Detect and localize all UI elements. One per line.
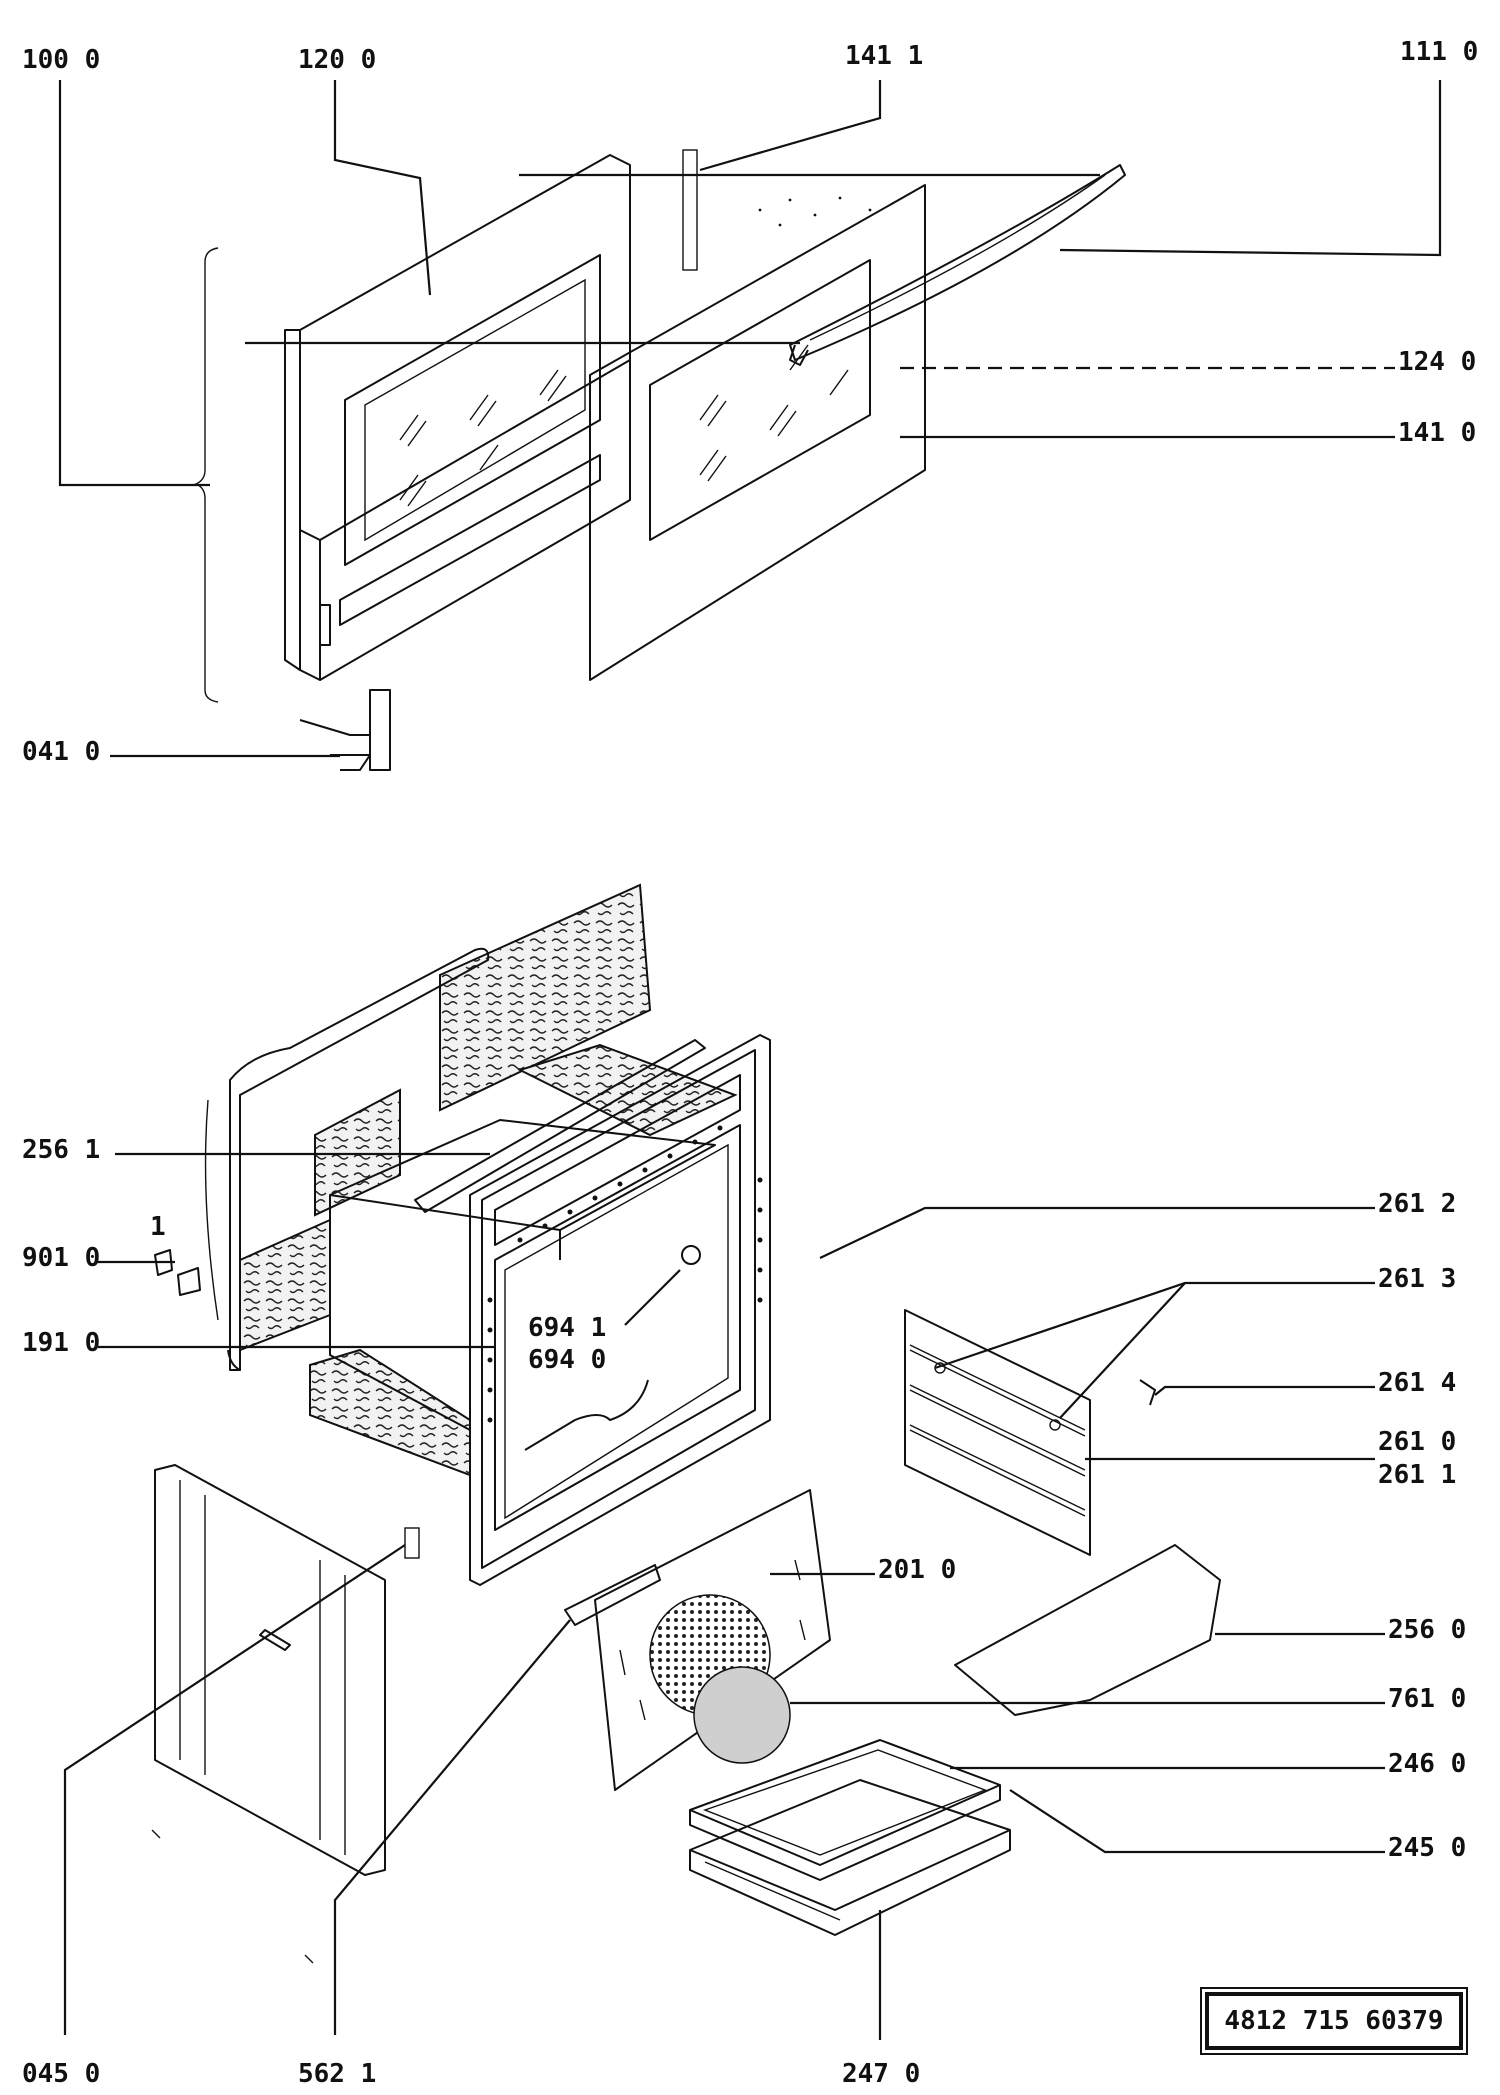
label-261-1: 261 1 — [1378, 1460, 1456, 1490]
rear-panel — [564, 1489, 831, 1791]
label-124-0: 124 0 — [1398, 347, 1476, 377]
label-120-0: 120 0 — [298, 45, 376, 75]
left-side-panel — [204, 947, 490, 1371]
fan-filter — [693, 1666, 791, 1764]
shelf-clip — [1139, 1379, 1156, 1406]
outer-door-glass — [589, 184, 926, 681]
label-261-3: 261 3 — [1378, 1264, 1456, 1294]
label-694-1: 694 1 — [528, 1313, 606, 1343]
bottom-insulation — [309, 1348, 471, 1477]
oven-lamp — [681, 1245, 701, 1265]
label-141-0: 141 0 — [1398, 418, 1476, 448]
label-247-0: 247 0 — [842, 2059, 920, 2089]
baking-trays — [689, 1739, 1011, 1936]
label-245-0: 245 0 — [1388, 1833, 1466, 1863]
side-insulation-upper — [314, 1088, 401, 1217]
oven-body — [154, 883, 771, 1586]
label-191-0: 191 0 — [22, 1328, 100, 1358]
label-261-4: 261 4 — [1378, 1368, 1456, 1398]
top-insulation — [517, 1043, 738, 1137]
door-latch — [154, 1249, 201, 1296]
outer-side-panel — [151, 1464, 386, 1964]
label-141-1: 141 1 — [845, 41, 923, 71]
temperature-probe — [524, 1379, 649, 1451]
label-261-0: 261 0 — [1378, 1427, 1456, 1457]
bottom-cover — [954, 1544, 1221, 1716]
label-256-1: 256 1 — [22, 1135, 100, 1165]
document-number: 4812 715 60379 — [1224, 2006, 1444, 2036]
seal-strip — [682, 149, 698, 271]
label-1: 1 — [150, 1212, 166, 1242]
label-041-0: 041 0 — [22, 737, 100, 767]
door-assembly — [194, 149, 1126, 771]
label-761-0: 761 0 — [1388, 1684, 1466, 1714]
label-901-0: 901 0 — [22, 1243, 100, 1273]
label-246-0: 246 0 — [1388, 1749, 1466, 1779]
shelf-supports — [904, 1309, 1156, 1556]
door-assembly-brace — [194, 247, 219, 703]
door-handle — [789, 164, 1126, 366]
inner-door-frame — [284, 154, 631, 681]
hinge-receiver — [404, 1527, 420, 1559]
label-256-0: 256 0 — [1388, 1615, 1466, 1645]
part-labels: 100 0 120 0 141 1 111 0 124 0 141 0 041 … — [22, 37, 1478, 2089]
label-261-2: 261 2 — [1378, 1189, 1456, 1219]
top-rail — [414, 1039, 706, 1213]
document-number-box: 4812 715 60379 — [1205, 1992, 1463, 2050]
door-hinge — [299, 689, 391, 771]
label-100-0: 100 0 — [22, 45, 100, 75]
label-562-1: 562 1 — [298, 2059, 376, 2089]
leader-lines — [58, 80, 1442, 2040]
label-111-0: 111 0 — [1400, 37, 1478, 67]
rear-insulation — [439, 883, 652, 1112]
label-201-0: 201 0 — [878, 1555, 956, 1585]
label-045-0: 045 0 — [22, 2059, 100, 2089]
side-insulation-lower — [239, 1218, 331, 1352]
label-694-0: 694 0 — [528, 1345, 606, 1375]
front-frame — [469, 1034, 771, 1586]
